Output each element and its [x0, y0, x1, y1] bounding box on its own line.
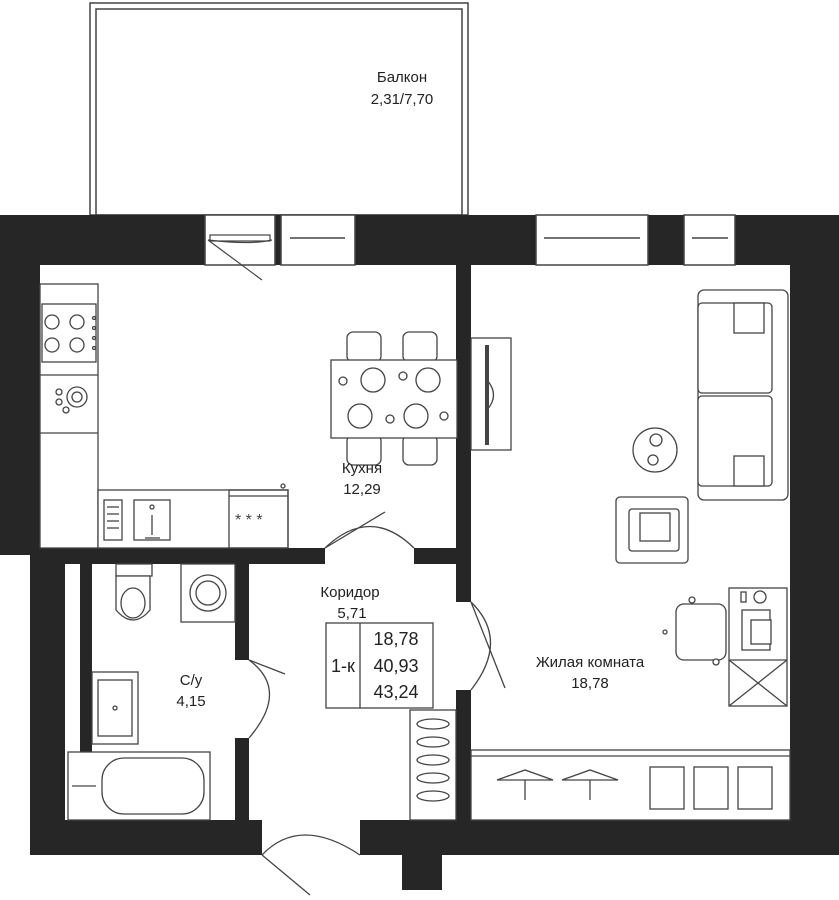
corridor-area: 5,71 [337, 605, 366, 622]
balcony-area: 2,31/7,70 [371, 91, 434, 108]
coffee-table [632, 427, 678, 473]
kitchen-sink [103, 499, 171, 541]
apartment-type: 1-к [331, 656, 355, 676]
balcony-name: Балкон [377, 69, 427, 86]
summary-living-area: 18,78 [373, 629, 418, 649]
bathroom-area: 4,15 [176, 693, 205, 710]
svg-text:* * *: * * * [235, 512, 263, 529]
summary-box [325, 622, 434, 709]
kitchen-name: Кухня [342, 460, 382, 477]
desk-chair [662, 596, 727, 666]
balcony [89, 2, 469, 216]
desk [728, 587, 788, 707]
dining-table [330, 331, 458, 466]
balcony-door [207, 234, 273, 281]
walls [0, 215, 839, 890]
shoe-rack [409, 709, 457, 821]
summary-total-with-balcony: 43,24 [373, 682, 418, 702]
tv-unit [470, 337, 512, 451]
small-appliance [55, 386, 88, 414]
bathroom-name: С/у [180, 672, 203, 689]
living-area: 18,78 [571, 675, 609, 692]
living-name: Жилая комната [536, 654, 645, 671]
windows [204, 214, 736, 266]
armchair [615, 496, 689, 564]
kitchen-area: 12,29 [343, 481, 381, 498]
corridor-name: Коридор [320, 584, 379, 601]
doors [248, 511, 506, 896]
bathroom-fixtures [67, 563, 236, 821]
wardrobe [470, 749, 791, 821]
kitchen-counter [39, 283, 289, 549]
sofa [697, 289, 789, 501]
stove [41, 303, 97, 363]
summary-total-area: 40,93 [373, 656, 418, 676]
cooktop: * * * [228, 483, 289, 549]
